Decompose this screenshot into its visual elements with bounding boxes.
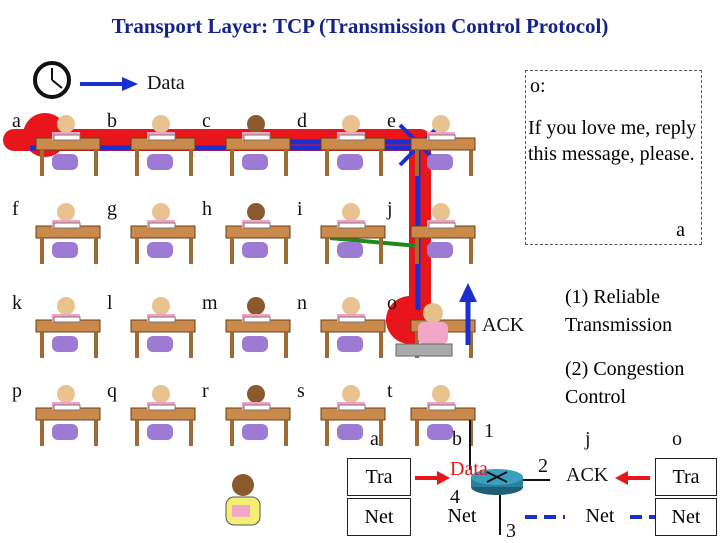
link-3-label: 3 bbox=[506, 520, 516, 542]
desk-t bbox=[410, 385, 476, 446]
seat-label-e: e bbox=[387, 110, 396, 132]
desk-m bbox=[225, 297, 291, 358]
desk-q bbox=[130, 385, 196, 446]
stack-left-router: b bbox=[452, 428, 462, 450]
desk-g bbox=[130, 203, 196, 264]
stack-left-host: a bbox=[370, 428, 379, 450]
seat-label-p: p bbox=[12, 380, 22, 402]
link-2-label: 2 bbox=[538, 455, 548, 477]
desk-s bbox=[320, 385, 386, 446]
seat-label-n: n bbox=[297, 292, 307, 314]
message-header: o: bbox=[530, 75, 546, 97]
seat-label-r: r bbox=[202, 380, 209, 402]
desk-c bbox=[225, 115, 291, 176]
message-body: If you love me, reply this message, plea… bbox=[528, 117, 697, 165]
green-link bbox=[329, 236, 419, 248]
right-router-network-label: Net bbox=[585, 505, 615, 527]
message-box: o: If you love me, reply this message, p… bbox=[525, 70, 702, 245]
student-figure bbox=[225, 474, 261, 526]
feature-congestion: (2) Congestion Control bbox=[565, 358, 685, 408]
right-transport-box: Tra bbox=[655, 458, 717, 496]
left-transport-box: Tra bbox=[347, 458, 411, 496]
seat-label-b: b bbox=[107, 110, 117, 132]
seat-label-t: t bbox=[387, 380, 393, 402]
data-in-transit: Data bbox=[450, 458, 488, 480]
router-icon bbox=[471, 469, 523, 495]
desk-l bbox=[130, 297, 196, 358]
seat-label-l: l bbox=[107, 292, 113, 314]
stack-right-router: j bbox=[585, 428, 591, 450]
ack-label: ACK bbox=[482, 314, 525, 336]
clock-icon bbox=[33, 61, 71, 99]
link-1-label: 1 bbox=[484, 420, 494, 442]
ack-in-transit: ACK bbox=[566, 464, 609, 486]
desk-j bbox=[410, 203, 476, 264]
stack-links bbox=[415, 420, 660, 535]
desk-n bbox=[320, 297, 386, 358]
seat-label-j: j bbox=[387, 198, 393, 220]
right-network-box: Net bbox=[655, 498, 717, 536]
seat-label-m: m bbox=[202, 292, 218, 314]
link-4-label: 4 bbox=[450, 486, 460, 508]
left-network-box: Net bbox=[347, 498, 411, 536]
router-network-label: Net bbox=[447, 505, 477, 527]
seat-label-k: k bbox=[12, 292, 22, 314]
seat-label-i: i bbox=[297, 198, 303, 220]
desk-r bbox=[225, 385, 291, 446]
desk-p bbox=[35, 385, 101, 446]
seat-label-a: a bbox=[12, 110, 21, 132]
seat-label-f: f bbox=[12, 198, 19, 220]
feature-reliable: (1) Reliable Transmission bbox=[565, 286, 673, 336]
ack-arrow bbox=[459, 283, 477, 345]
desk-a bbox=[35, 115, 101, 176]
message-footer: a bbox=[676, 219, 685, 241]
desk-e bbox=[410, 115, 476, 176]
seat-label-s: s bbox=[297, 380, 305, 402]
seat-label-q: q bbox=[107, 380, 117, 402]
desk-b bbox=[130, 115, 196, 176]
desk-d bbox=[320, 115, 386, 176]
desk-i bbox=[320, 203, 386, 264]
seat-label-o: o bbox=[387, 292, 397, 314]
data-label: Data bbox=[147, 72, 185, 94]
stack-right-host: o bbox=[672, 428, 682, 450]
typing-student bbox=[395, 303, 453, 357]
classroom-desks bbox=[35, 115, 476, 446]
seat-label-g: g bbox=[107, 198, 117, 220]
page-title: Transport Layer: TCP (Transmission Contr… bbox=[111, 14, 609, 38]
data-arrow bbox=[80, 77, 138, 91]
seat-label-h: h bbox=[202, 198, 212, 220]
desk-k bbox=[35, 297, 101, 358]
desk-h bbox=[225, 203, 291, 264]
seat-label-c: c bbox=[202, 110, 211, 132]
seat-label-d: d bbox=[297, 110, 307, 132]
desk-f bbox=[35, 203, 101, 264]
